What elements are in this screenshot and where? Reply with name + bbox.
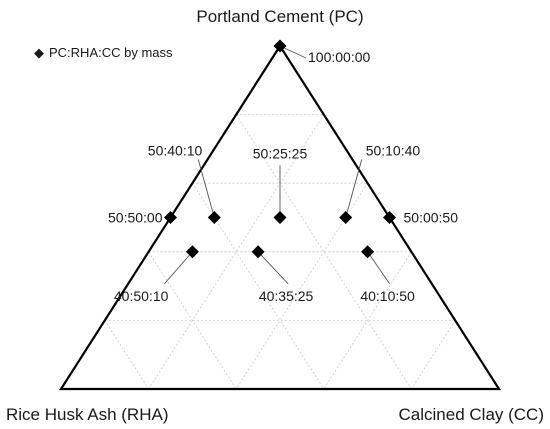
leader-line-50-10-40 xyxy=(345,159,363,218)
data-label-100-00-00: 100:00:00 xyxy=(308,49,370,65)
point-labels: 100:00:00 50:50:00 50:40:10 50:25:25 50:10:4… xyxy=(108,49,458,304)
vertex-label-pc: Portland Cement (PC) xyxy=(196,7,363,26)
data-label-50-40-10: 50:40:10 xyxy=(148,143,203,159)
data-point-50-10-40 xyxy=(339,211,353,224)
leader-line-40-35-25 xyxy=(257,251,289,285)
vertex-label-cc: Calcined Clay (CC) xyxy=(399,405,544,424)
data-label-40-35-25: 40:35:25 xyxy=(259,288,314,304)
grid-line-rha-60 xyxy=(148,251,237,390)
data-label-50-25-25: 50:25:25 xyxy=(253,146,308,162)
data-label-50-50-00: 50:50:00 xyxy=(108,210,163,226)
data-points xyxy=(164,39,396,259)
data-label-50-00-50: 50:00:50 xyxy=(404,210,459,226)
legend: ◆ PC:RHA:CC by mass xyxy=(34,45,173,60)
grid-line-cc-60 xyxy=(323,251,412,390)
leader-line-40-50-10 xyxy=(164,251,193,285)
data-label-50-10-40: 50:10:40 xyxy=(366,143,421,159)
legend-label: PC:RHA:CC by mass xyxy=(49,45,173,60)
data-point-40-50-10 xyxy=(185,245,199,259)
data-point-50-50-00 xyxy=(164,211,177,224)
grid-line-rha-80 xyxy=(104,320,149,390)
vertex-label-rha: Rice Husk Ash (RHA) xyxy=(6,405,168,424)
grid-line-cc-80 xyxy=(411,320,456,390)
data-label-40-10-50: 40:10:50 xyxy=(360,288,415,304)
leader-line-40-10-50 xyxy=(367,251,390,285)
data-point-40-35-25 xyxy=(251,245,265,259)
data-point-50-25-25 xyxy=(273,211,287,224)
data-point-100-00-00 xyxy=(273,39,287,53)
data-point-50-40-10 xyxy=(207,211,221,224)
leader-line-50-40-10 xyxy=(197,159,215,218)
legend-marker-icon: ◆ xyxy=(34,45,44,60)
data-label-40-50-10: 40:50:10 xyxy=(114,288,169,304)
data-point-50-00-50 xyxy=(383,211,396,224)
data-point-40-10-50 xyxy=(361,245,375,259)
